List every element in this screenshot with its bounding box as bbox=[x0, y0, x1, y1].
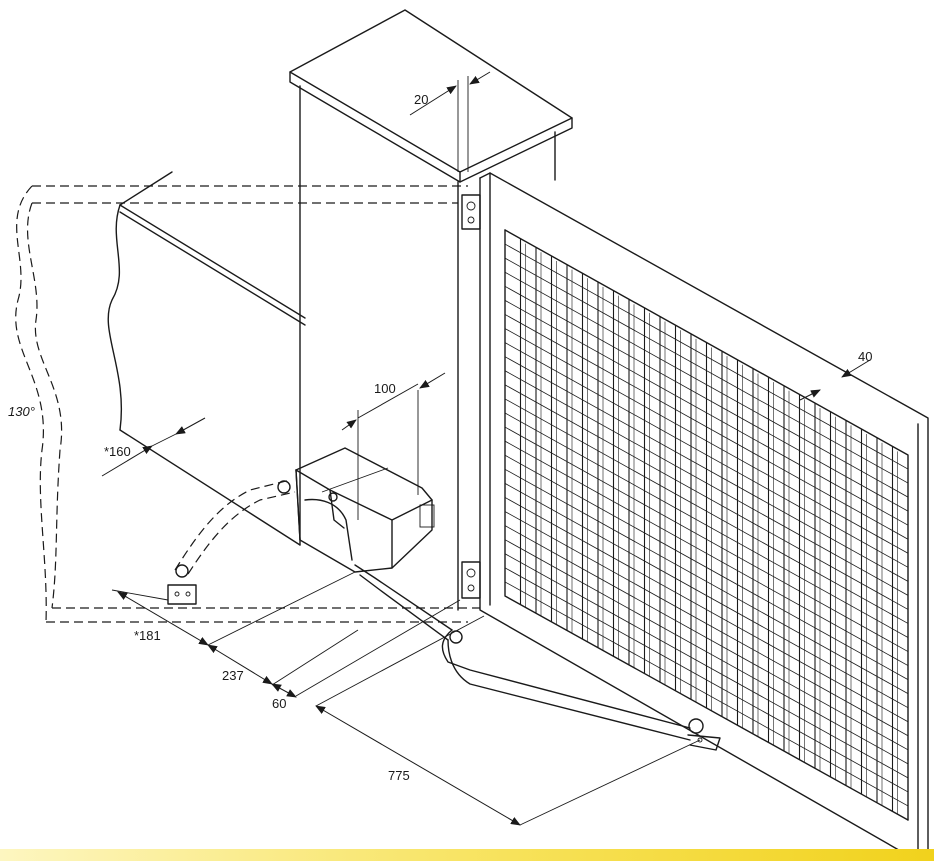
gate-horizontal-bar bbox=[504, 398, 909, 624]
gate-horizontal-bar bbox=[504, 271, 909, 498]
hinge-bottom bbox=[461, 561, 481, 599]
gate-horizontal-bar bbox=[504, 300, 909, 526]
gate-horizontal-bar bbox=[504, 525, 909, 751]
gate-horizontal-bar bbox=[504, 440, 909, 666]
gate-horizontal-bar bbox=[504, 356, 909, 582]
dimension-20-label: 20 bbox=[414, 92, 428, 107]
dimension-775-label: 775 bbox=[388, 768, 410, 783]
dimension-237: 237 bbox=[207, 571, 359, 686]
angle-label: 130° bbox=[8, 404, 35, 419]
hinge-top bbox=[461, 194, 481, 230]
dimension-160-label: *160 bbox=[104, 444, 131, 459]
gate-horizontal-bar bbox=[504, 314, 909, 540]
dimension-20: 20 bbox=[409, 71, 491, 172]
dimension-160: *160 bbox=[101, 417, 206, 477]
gate-horizontal-bar bbox=[504, 483, 909, 709]
operating-arm bbox=[354, 564, 721, 751]
gate-horizontal-bar bbox=[504, 454, 909, 680]
open-gate-outline bbox=[15, 185, 480, 623]
dimension-237-label: 237 bbox=[222, 668, 244, 683]
gate-horizontal-bar bbox=[504, 285, 909, 512]
gate-horizontal-bar bbox=[504, 342, 909, 568]
gate-horizontal-bar bbox=[504, 468, 909, 695]
gate-horizontal-bar bbox=[504, 257, 909, 484]
gate-horizontal-bar bbox=[504, 370, 909, 596]
gate-horizontal-bar bbox=[504, 511, 909, 737]
gate-horizontal-bar bbox=[504, 412, 909, 638]
bottom-color-band bbox=[0, 849, 934, 861]
dimension-181: *181 bbox=[111, 589, 209, 646]
wall bbox=[107, 171, 306, 546]
pillar bbox=[289, 9, 573, 611]
gate-horizontal-bar bbox=[504, 384, 909, 610]
gate-grid bbox=[504, 238, 909, 815]
arm-open-position bbox=[174, 479, 296, 575]
gate-horizontal-bar bbox=[504, 426, 909, 652]
gate-horizontal-bar bbox=[504, 567, 909, 793]
gate-horizontal-bar bbox=[504, 328, 909, 554]
gate-leaf bbox=[479, 172, 929, 861]
gate-horizontal-bar bbox=[504, 553, 909, 779]
dimension-60: 60 bbox=[271, 599, 461, 711]
dimension-181-label: *181 bbox=[134, 628, 161, 643]
dimension-100-label: 100 bbox=[374, 381, 396, 396]
dimension-60-label: 60 bbox=[272, 696, 286, 711]
dimension-40: 40 bbox=[799, 349, 872, 401]
motor-unit bbox=[295, 447, 435, 573]
gate-horizontal-bar bbox=[504, 243, 909, 470]
gate-horizontal-bar bbox=[504, 497, 909, 723]
gate-horizontal-bar bbox=[504, 539, 909, 765]
dimension-40-label: 40 bbox=[858, 349, 872, 364]
gate-horizontal-bar bbox=[504, 581, 909, 807]
dimension-775: 775 bbox=[315, 615, 701, 826]
dimension-100: 100 bbox=[341, 372, 446, 520]
